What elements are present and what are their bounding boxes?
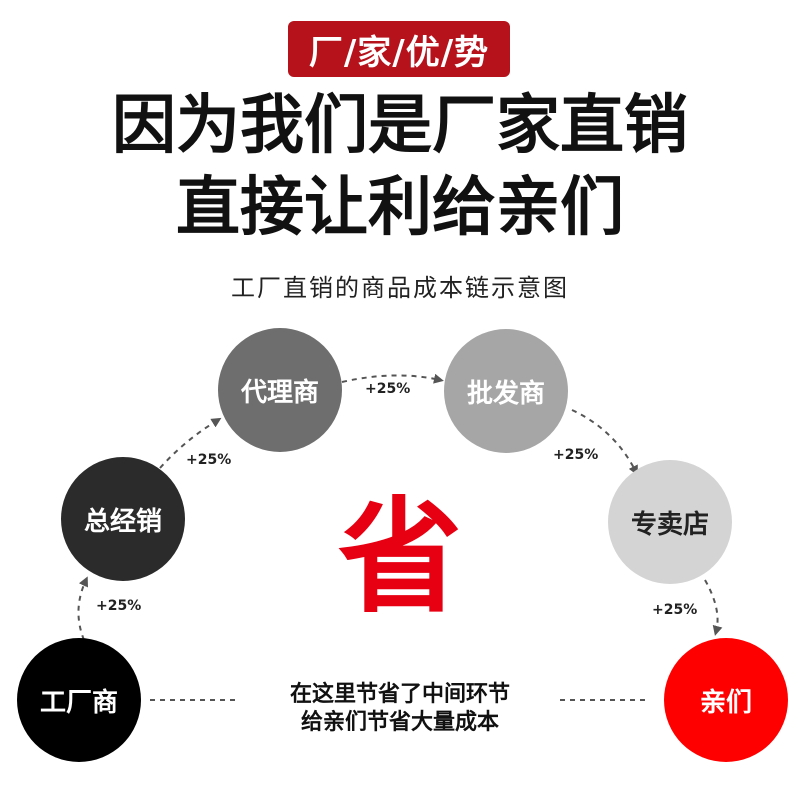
node-general-distributor: 总经销 xyxy=(61,457,185,581)
markup-label-3: +25% xyxy=(365,381,411,397)
node-wholesaler: 批发商 xyxy=(444,329,568,453)
headline-line-2: 直接让利给亲们 xyxy=(176,171,624,245)
node-factory: 工厂商 xyxy=(17,638,141,762)
saving-note-line-2: 给亲们节省大量成本 xyxy=(240,704,560,736)
saving-note-line-1: 在这里节省了中间环节 xyxy=(240,676,560,708)
node-specialty-store: 专卖店 xyxy=(608,460,732,584)
headline-line-1: 因为我们是厂家直销 xyxy=(112,89,688,163)
markup-label-5: +25% xyxy=(652,602,698,618)
factory-advantage-badge: 厂/家/优/势 xyxy=(288,21,510,77)
arrow-wholesaler-to-store xyxy=(571,409,638,476)
arrow-factory-to-distributor xyxy=(77,576,88,641)
markup-label-1: +25% xyxy=(96,598,142,614)
save-mark: 省 xyxy=(337,486,462,630)
node-customers: 亲们 xyxy=(664,638,788,762)
arrow-store-to-customers xyxy=(704,579,723,636)
markup-label-2: +25% xyxy=(186,452,232,468)
diagram-title: 工厂直销的商品成本链示意图 xyxy=(231,274,569,302)
node-agent: 代理商 xyxy=(218,328,342,452)
arrow-agent-to-wholesaler xyxy=(341,373,444,384)
markup-label-4: +25% xyxy=(553,447,599,463)
